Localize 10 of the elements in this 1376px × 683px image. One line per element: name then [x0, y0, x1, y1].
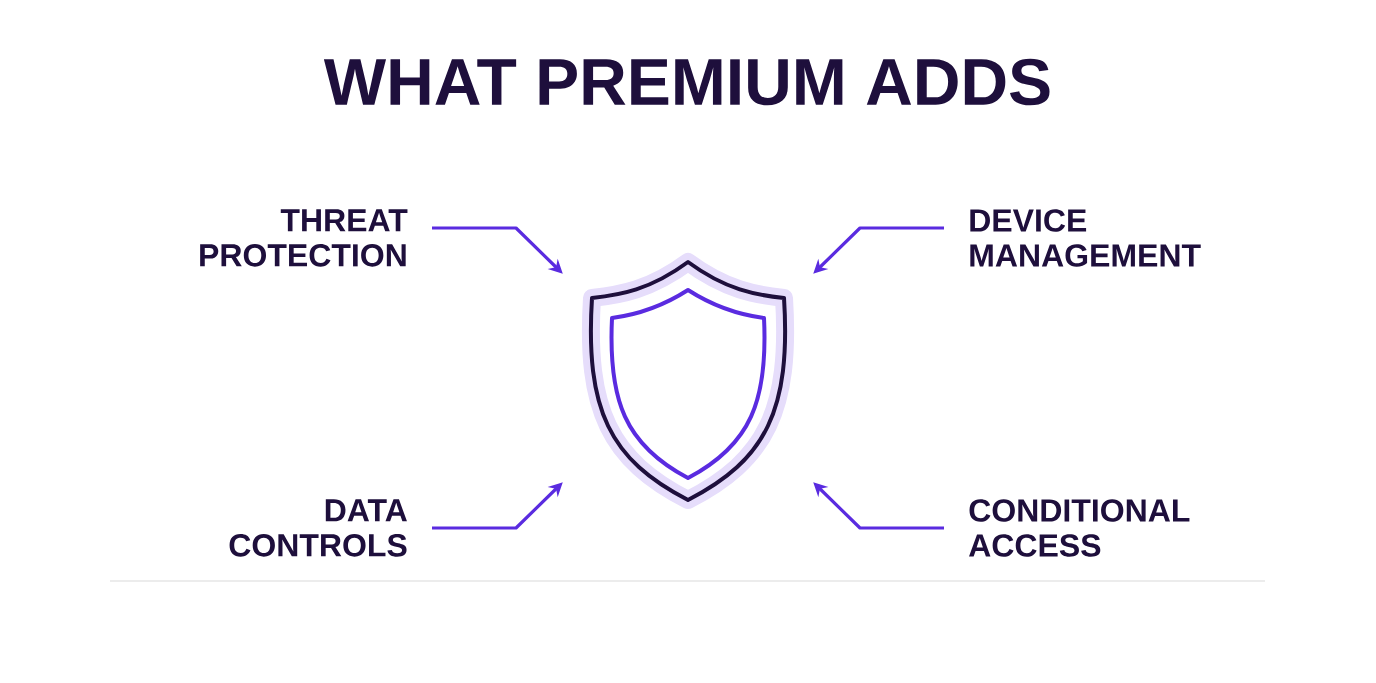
- arrow: [432, 226, 563, 274]
- title: WHAT PREMIUM ADDS: [323, 58, 1050, 106]
- feature-label: DEVICE MANAGEMENT: [970, 209, 1201, 267]
- feature-label: DATA CONTROLS: [229, 499, 407, 557]
- feature-label: CONDITIONAL ACCESS: [969, 499, 1190, 557]
- feature-label: THREAT PROTECTION: [200, 209, 408, 267]
- arrow: [432, 482, 563, 530]
- arrow: [813, 226, 944, 274]
- arrow: [813, 482, 944, 530]
- shield-drawing: [581, 253, 795, 509]
